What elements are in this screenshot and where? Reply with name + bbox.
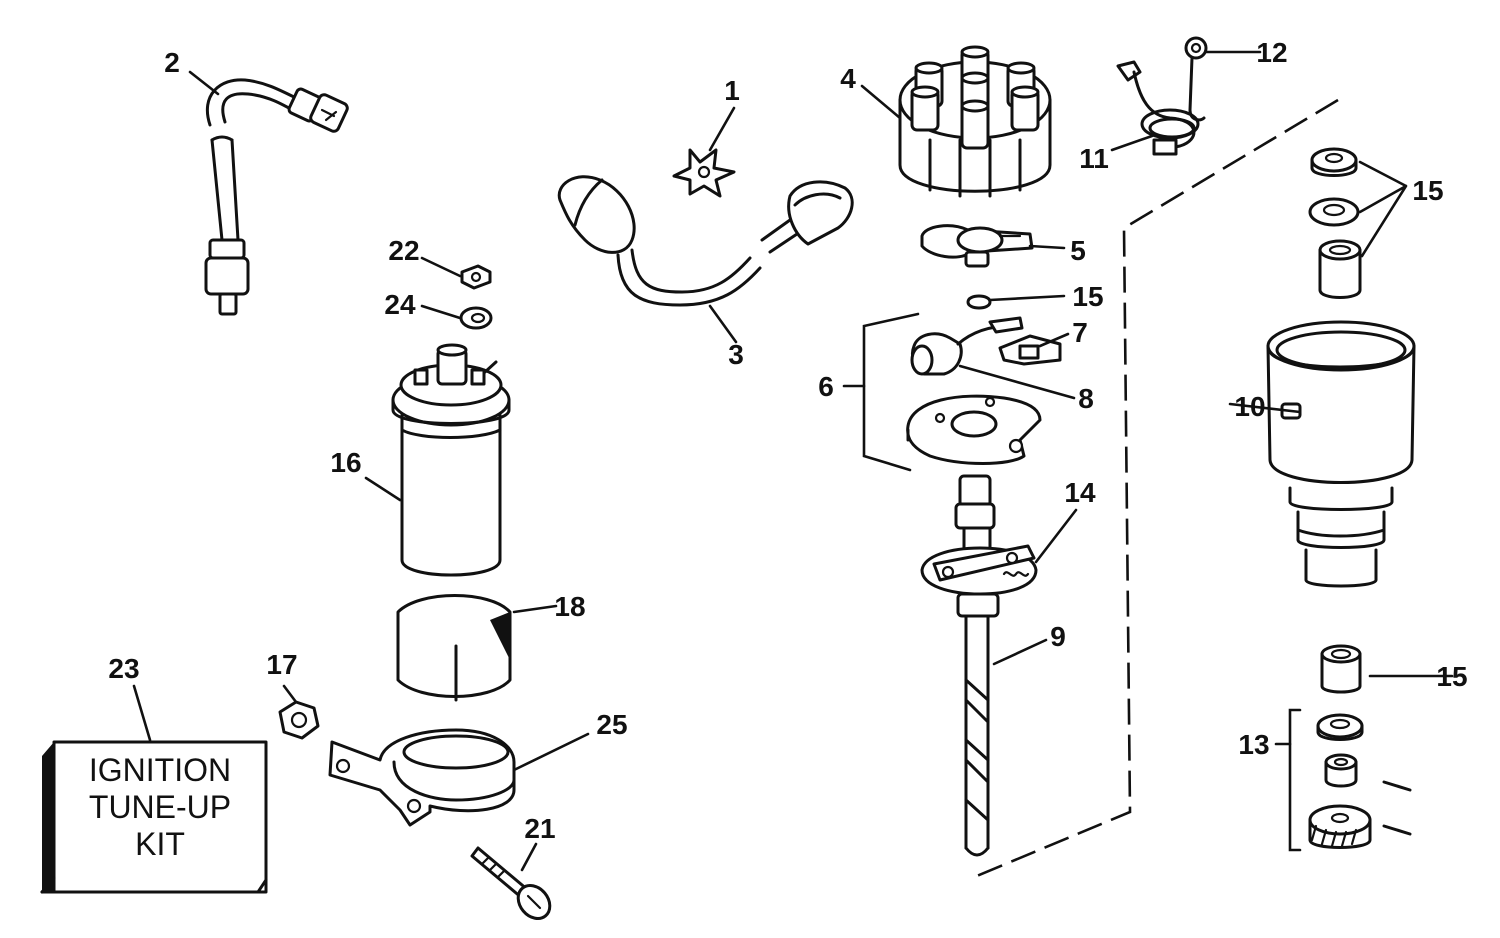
part-15-clip-small — [966, 294, 992, 310]
callout-25: 25 — [596, 709, 627, 740]
callout-23: 23 — [108, 653, 139, 684]
callout-15-mid: 15 — [1072, 281, 1103, 312]
part-12-wire-terminal — [1184, 36, 1208, 122]
callout-15-lower: 15 — [1436, 661, 1467, 692]
callout-13: 13 — [1238, 729, 1269, 760]
part-13-drive-gear-kit — [1288, 708, 1412, 852]
callout-11: 11 — [1079, 143, 1109, 174]
part-24-lock-washer — [459, 306, 493, 330]
part-9-distributor-shaft — [920, 474, 1038, 857]
part-23-tune-up-kit-box — [40, 740, 268, 894]
callout-8: 8 — [1078, 383, 1094, 414]
part-15-bushing-lower — [1320, 644, 1362, 694]
part-15-washers-bushing-top — [1308, 147, 1362, 299]
part-8-condenser — [910, 316, 1024, 376]
callout-7: 7 — [1072, 317, 1088, 348]
part-5-rotor — [920, 224, 1034, 268]
part-1-star-plate — [672, 148, 736, 198]
kit-box-line-3: KIT — [135, 826, 185, 862]
callout-1: 1 — [724, 75, 740, 106]
callout-14: 14 — [1064, 477, 1096, 508]
part-16-ignition-coil — [391, 343, 511, 577]
bracket-6 — [862, 312, 920, 472]
part-21-bolt — [470, 846, 552, 920]
callout-21: 21 — [524, 813, 555, 844]
callout-17: 17 — [266, 649, 297, 680]
callout-10: 10 — [1234, 391, 1265, 422]
alignment-dash-line — [971, 98, 1339, 880]
callout-2: 2 — [164, 47, 180, 78]
leader-lines — [132, 50, 1454, 872]
callout-22: 22 — [388, 235, 419, 266]
callout-5: 5 — [1070, 235, 1086, 266]
callout-3: 3 — [728, 339, 744, 370]
part-10-distributor-housing — [1266, 320, 1416, 588]
callout-15-top: 15 — [1412, 175, 1443, 206]
callout-18: 18 — [554, 591, 585, 622]
callout-24: 24 — [384, 289, 416, 320]
callout-16: 16 — [330, 447, 361, 478]
part-22-nut — [460, 264, 492, 290]
kit-box-line-2: TUNE-UP — [89, 789, 231, 825]
kit-box-line-1: IGNITION — [89, 752, 231, 788]
callout-4: 4 — [840, 63, 856, 94]
part-25-coil-bracket — [328, 728, 516, 827]
part-3-coil-lead — [557, 175, 854, 307]
callout-12: 12 — [1256, 37, 1287, 68]
part-6-breaker-plate — [906, 394, 1042, 465]
callout-9: 9 — [1050, 621, 1066, 652]
callout-6: 6 — [818, 371, 834, 402]
part-4-distributor-cap — [898, 45, 1052, 198]
part-18-coil-sleeve — [396, 594, 512, 702]
part-11-ground-wire — [1116, 60, 1200, 156]
part-2-primary-lead — [204, 78, 349, 316]
part-17-nut — [278, 700, 320, 740]
